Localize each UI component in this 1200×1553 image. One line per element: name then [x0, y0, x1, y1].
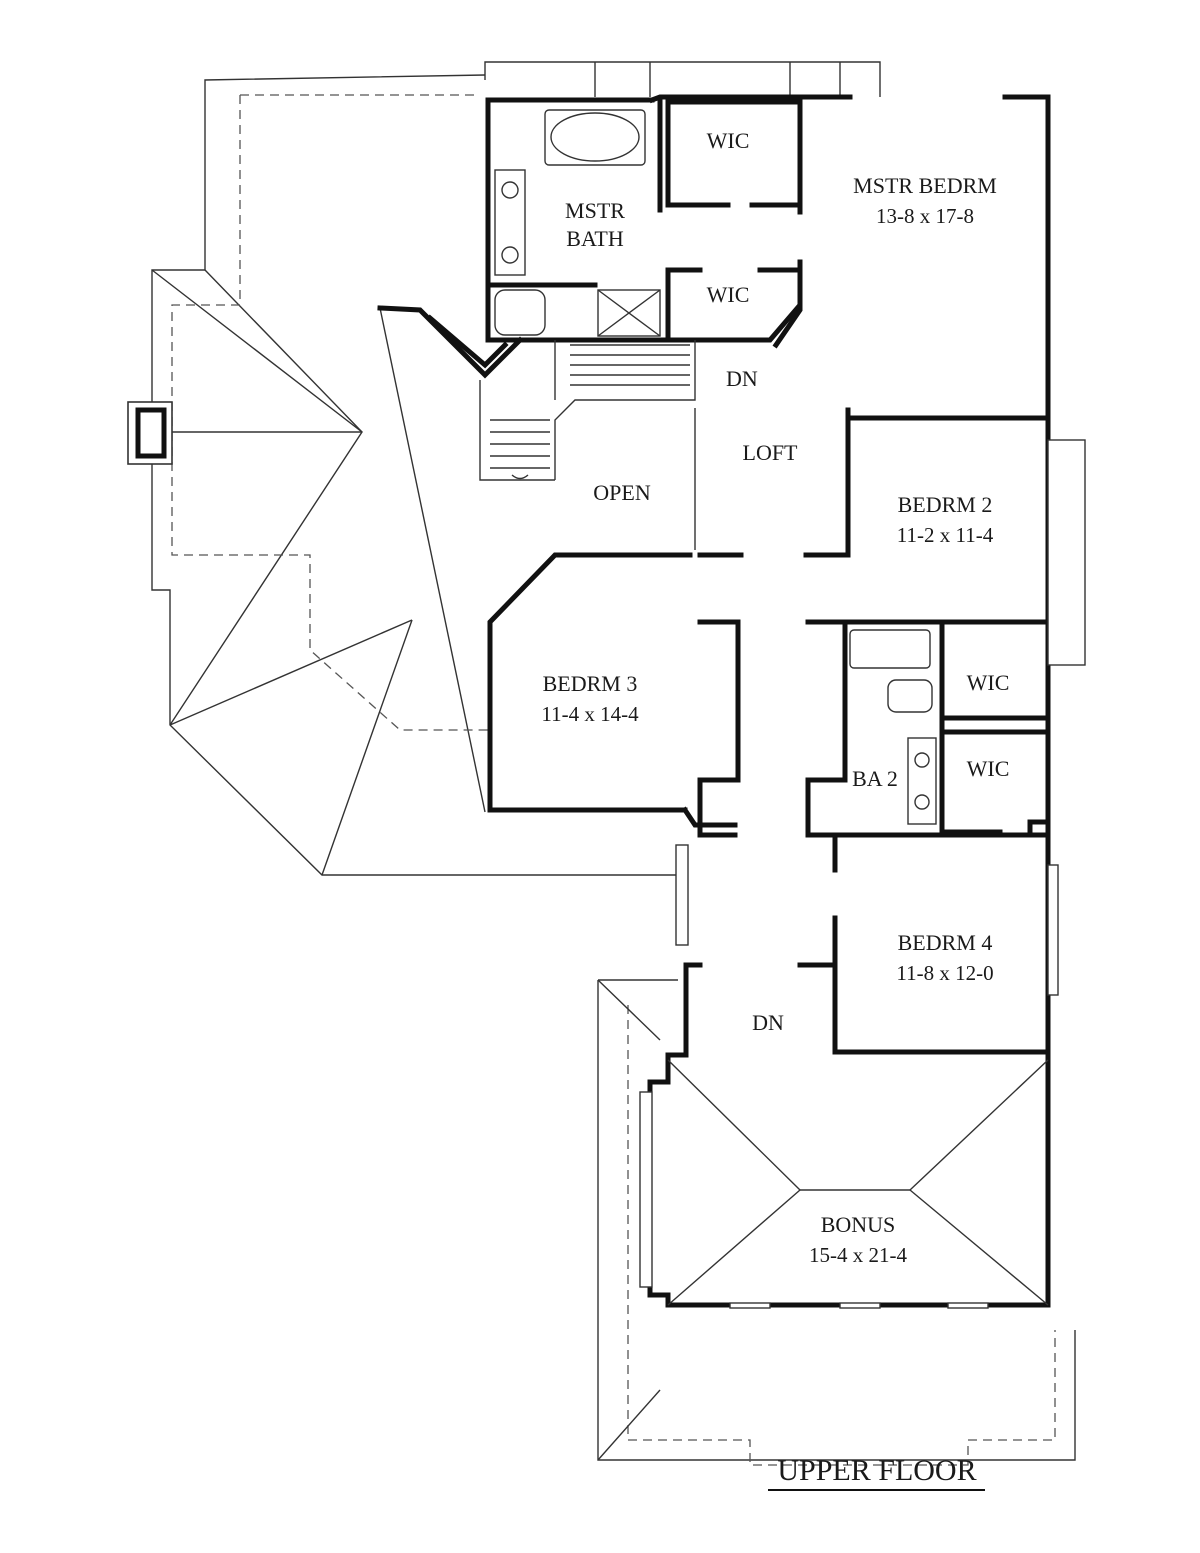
bonus-roof-outline: [597, 979, 1076, 1466]
label-bedroom-2: BEDRM 2: [898, 492, 993, 517]
bonus-ceiling: [667, 1059, 1049, 1306]
walls: [377, 94, 1051, 1308]
plan-title: UPPER FLOOR: [777, 1454, 976, 1487]
label-stair-down: DN: [726, 366, 758, 391]
size-bedroom-4: 11-8 x 12-0: [896, 961, 993, 985]
label-wic-bedroom-2: WIC: [967, 670, 1010, 695]
label-master-bedroom: MSTR BEDRM: [853, 173, 997, 198]
size-master-bedroom: 13-8 x 17-8: [876, 204, 974, 228]
fixtures: [494, 109, 937, 825]
label-master-bath-2: BATH: [566, 226, 624, 251]
roof-outline: [151, 61, 881, 876]
room-labels: MSTR BEDRM 13-8 x 17-8 MSTR BATH WIC WIC…: [541, 128, 1010, 1491]
label-bonus-stair-down: DN: [752, 1010, 784, 1035]
label-wic-bath-2: WIC: [967, 756, 1010, 781]
label-open: OPEN: [593, 480, 651, 505]
size-bonus: 15-4 x 21-4: [809, 1243, 907, 1267]
label-bath-2: BA 2: [852, 766, 898, 791]
size-bedroom-2: 11-2 x 11-4: [897, 523, 994, 547]
label-bonus: BONUS: [821, 1212, 896, 1237]
label-master-bath-1: MSTR: [565, 198, 625, 223]
label-wic-master-bottom: WIC: [707, 282, 750, 307]
size-bedroom-3: 11-4 x 14-4: [541, 702, 639, 726]
main-stair: [479, 340, 696, 550]
chimney: [127, 401, 173, 465]
label-bedroom-3: BEDRM 3: [543, 671, 638, 696]
windows: [639, 439, 1086, 1309]
label-bedroom-4: BEDRM 4: [898, 930, 993, 955]
label-loft: LOFT: [743, 440, 799, 465]
label-wic-master-top: WIC: [707, 128, 750, 153]
